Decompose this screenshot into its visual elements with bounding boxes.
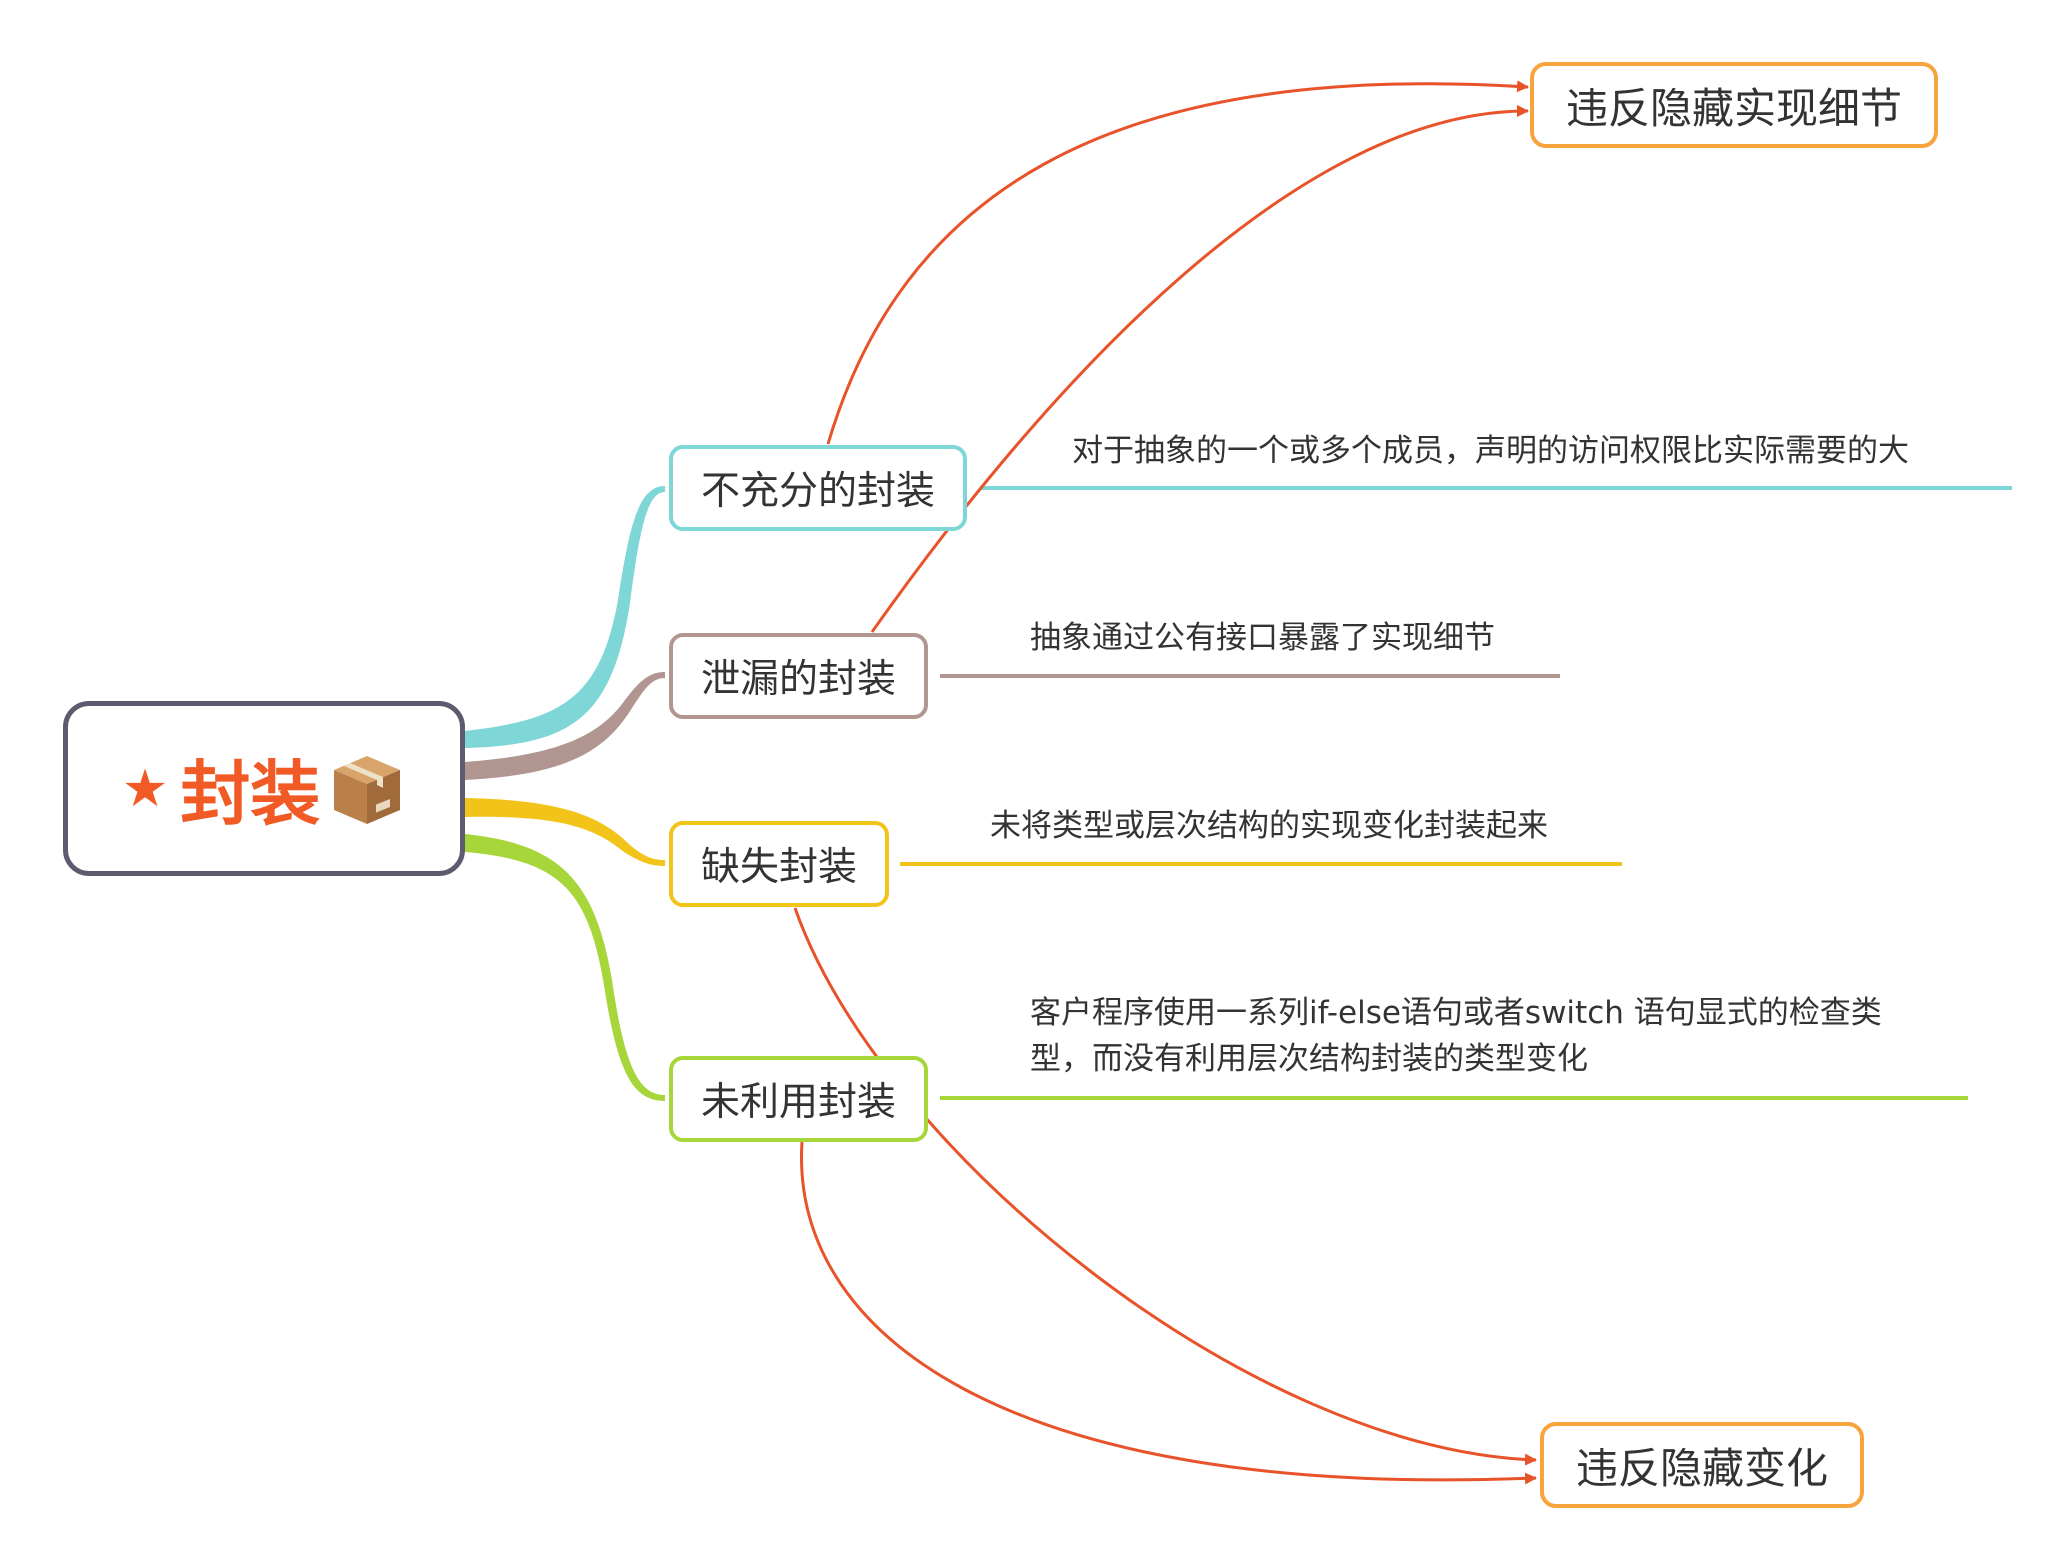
connector-missing <box>465 798 665 866</box>
connector-leaky <box>465 672 665 780</box>
branch-leaky[interactable]: 泄漏的封装 <box>669 633 929 719</box>
root-label: 封装 <box>180 753 321 835</box>
branch-unexploited-label: 未利用封装 <box>701 1080 897 1125</box>
description-unexploited-line2: 型，而没有利用层次结构封装的类型变化 <box>1030 1041 1588 1077</box>
branch-insufficient[interactable]: 不充分的封装 <box>669 445 968 531</box>
description-insufficient: 对于抽象的一个或多个成员，声明的访问权限比实际需要的大 <box>1072 433 1909 469</box>
star-icon: ★ <box>121 758 169 819</box>
connector-insufficient <box>465 486 665 748</box>
branch-missing-label: 缺失封装 <box>701 845 858 890</box>
branch-missing[interactable]: 缺失封装 <box>669 821 890 907</box>
relation-missing-to-hiding-variation <box>793 907 1537 1466</box>
root-node[interactable]: ★ 封装 <box>63 701 465 876</box>
relation-insufficient-to-hiding-details <box>826 80 1529 445</box>
target-hiding-variation-label: 违反隐藏变化 <box>1576 1443 1829 1493</box>
branch-insufficient-label: 不充分的封装 <box>701 469 936 514</box>
branch-leaky-label: 泄漏的封装 <box>701 657 897 702</box>
connector-unexploited <box>465 834 665 1101</box>
relation-unexploited-to-hiding-variation <box>800 1141 1537 1485</box>
description-leaky: 抽象通过公有接口暴露了实现细节 <box>1030 620 1495 656</box>
relation-leaky-to-hiding-details <box>870 104 1529 633</box>
branch-unexploited[interactable]: 未利用封装 <box>669 1056 929 1142</box>
target-hiding-variation[interactable]: 违反隐藏变化 <box>1540 1422 1865 1508</box>
description-unexploited-line1: 客户程序使用一系列if-else语句或者switch 语句显式的检查类 <box>1030 995 1882 1031</box>
description-missing: 未将类型或层次结构的实现变化封装起来 <box>990 808 1548 844</box>
package-icon <box>328 750 406 828</box>
target-hiding-details-label: 违反隐藏实现细节 <box>1566 83 1903 133</box>
target-hiding-details[interactable]: 违反隐藏实现细节 <box>1530 62 1939 148</box>
